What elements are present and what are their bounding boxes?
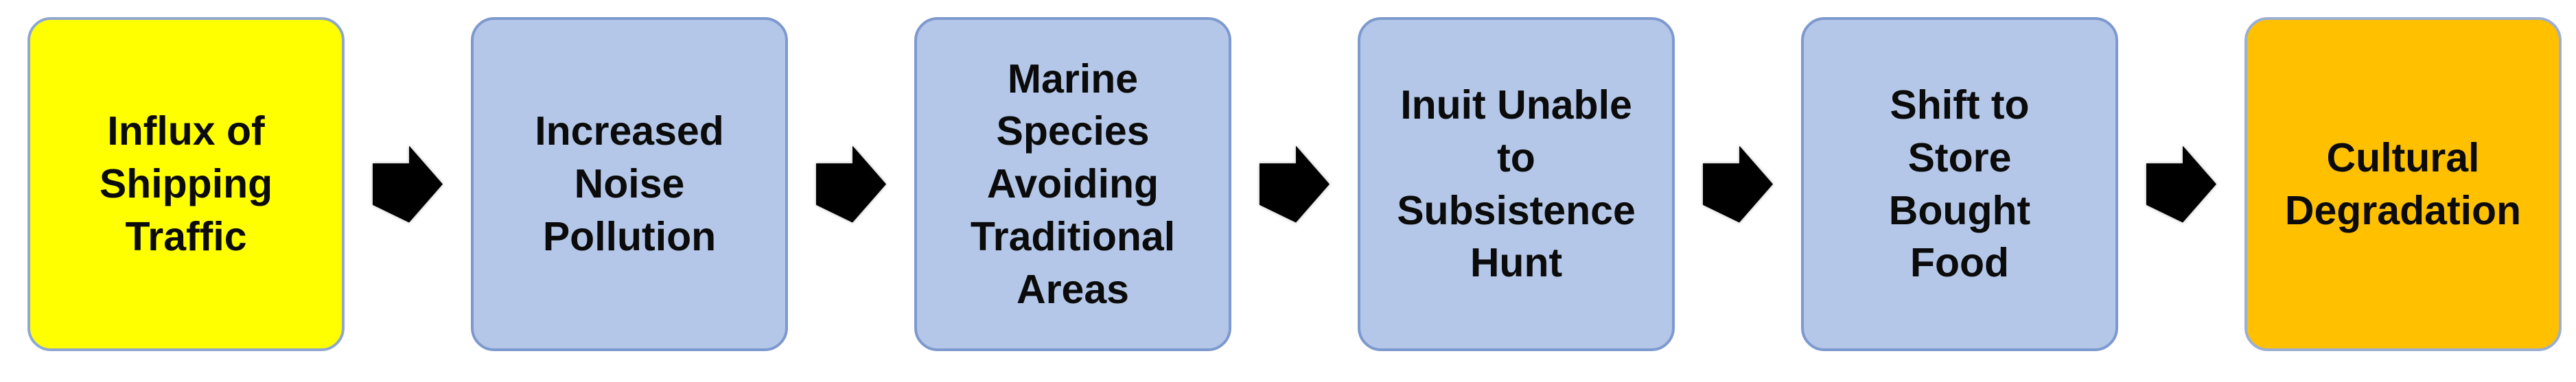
step-label: Inuit Unable to Subsistence Hunt bbox=[1397, 82, 1636, 286]
right-arrow-icon bbox=[1703, 145, 1773, 223]
flow-diagram: Influx of Shipping Traffic Increased Noi… bbox=[27, 17, 2576, 351]
right-arrow-icon bbox=[816, 145, 886, 223]
arrow-wrap bbox=[788, 145, 914, 223]
step-label: Cultural Degradation bbox=[2284, 134, 2522, 233]
right-arrow-icon bbox=[2146, 145, 2216, 223]
step-cultural-degradation: Cultural Degradation bbox=[2244, 17, 2562, 351]
step-label: Influx of Shipping Traffic bbox=[99, 108, 273, 259]
arrow-wrap bbox=[2118, 145, 2244, 223]
right-arrow-icon bbox=[373, 145, 443, 223]
arrow-wrap bbox=[1231, 145, 1358, 223]
step-label: Shift to Store Bought Food bbox=[1888, 82, 2031, 286]
step-shift-to-store-bought-food: Shift to Store Bought Food bbox=[1801, 17, 2118, 351]
step-label: Increased Noise Pollution bbox=[535, 108, 724, 259]
step-influx-of-shipping-traffic: Influx of Shipping Traffic bbox=[27, 17, 345, 351]
right-arrow-icon bbox=[1260, 145, 1330, 223]
step-marine-species-avoiding-traditional-areas: Marine Species Avoiding Traditional Area… bbox=[914, 17, 1231, 351]
step-inuit-unable-to-subsistence-hunt: Inuit Unable to Subsistence Hunt bbox=[1358, 17, 1675, 351]
step-label: Marine Species Avoiding Traditional Area… bbox=[970, 56, 1176, 312]
arrow-wrap bbox=[1675, 145, 1801, 223]
arrow-wrap bbox=[345, 145, 471, 223]
step-increased-noise-pollution: Increased Noise Pollution bbox=[471, 17, 788, 351]
